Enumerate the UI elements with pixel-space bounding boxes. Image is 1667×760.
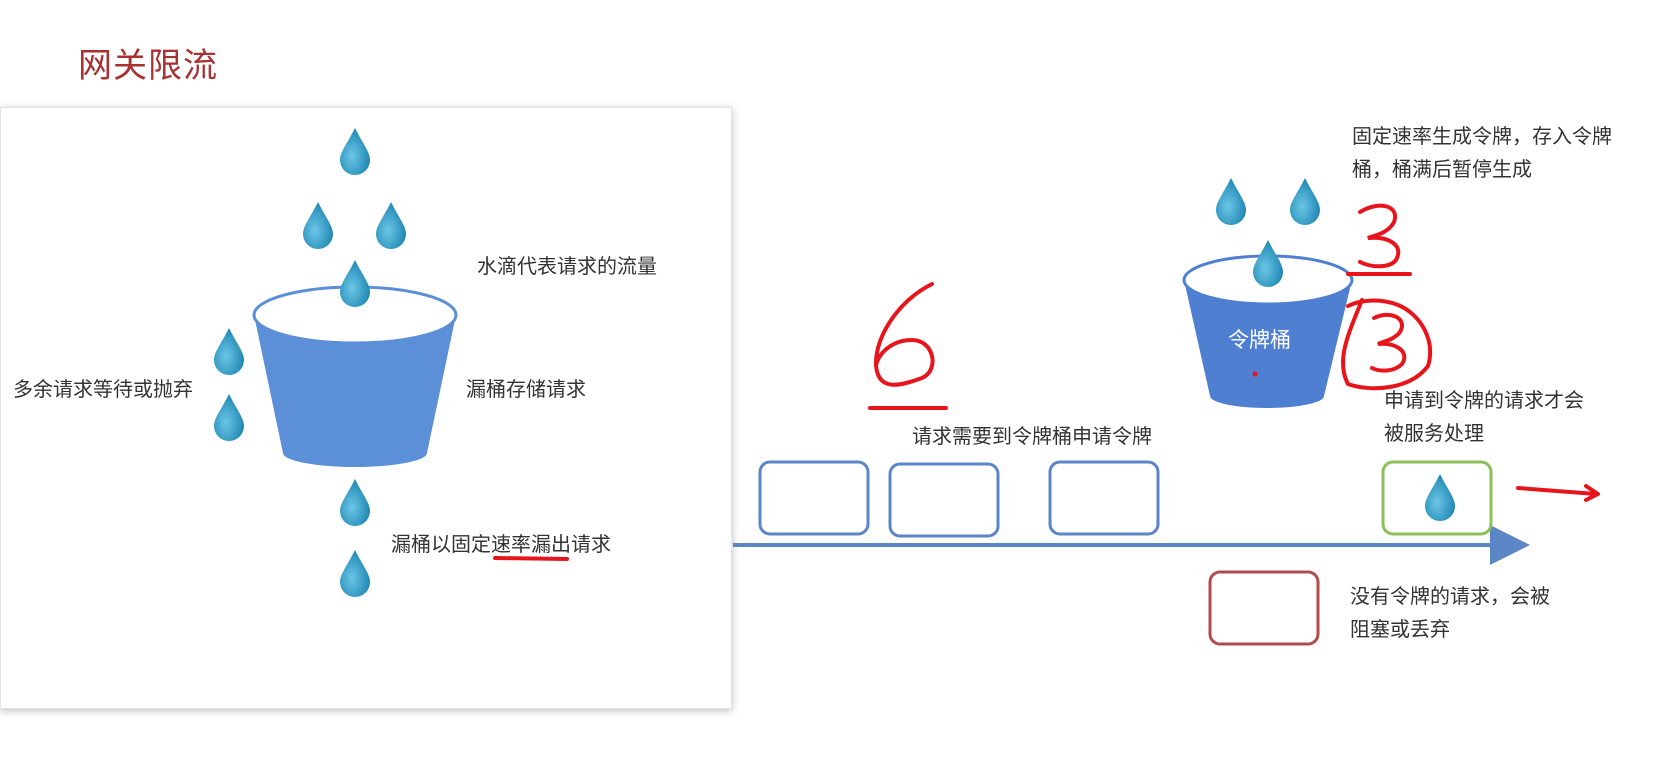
handwritten-six [873,282,935,387]
water-drop-icon [303,202,333,249]
request-box [1048,460,1160,536]
drop-meaning-label: 水滴代表请求的流量 [477,254,657,278]
served-request-label: 申请到令牌的请求才会被服务处理 [1384,388,1584,445]
water-drop-icon [376,202,406,249]
request-box [888,462,1000,538]
slide-title: 网关限流 [78,46,218,86]
token-drop-icon [1253,240,1283,287]
water-drop-icon [340,479,370,526]
leaky-bucket-panel: 水滴代表请求的流量 多余请求等待或抛弃 漏桶存储请求 漏桶以固定速率漏出请求 [0,107,732,709]
handwritten-arrow [1516,484,1600,502]
rejected-request-label: 没有令牌的请求，会被阻塞或丢弃 [1350,584,1550,641]
water-drop-icon [214,394,244,441]
water-drop-icon [340,550,370,597]
water-drop-icon [340,260,370,307]
leaky-bucket-drawing [214,128,569,597]
bucket-storage-label: 漏桶存储请求 [466,377,586,401]
red-dot [1252,371,1258,377]
request-token-label: 请求需要到令牌桶申请令牌 [912,424,1152,448]
handwritten-underline [493,556,569,561]
rejected-request-box [1208,570,1320,646]
water-drop-icon [214,328,244,375]
water-drop-icon [340,128,370,175]
leaky-bucket-icon [254,315,456,467]
leak-rate-label: 漏桶以固定速率漏出请求 [391,532,611,556]
overflow-label: 多余请求等待或抛弃 [13,377,193,401]
token-drop-icon [1216,178,1246,225]
token-generation-label: 固定速率生成令牌，存入令牌桶，桶满后暂停生成 [1352,124,1612,181]
token-bucket-label: 令牌桶 [1228,328,1291,352]
request-box [758,460,870,536]
handwritten-three-inner [1370,312,1407,373]
handwritten-three [1358,203,1401,269]
token-drop-icon [1425,474,1455,521]
token-drop-icon [1290,178,1320,225]
handwritten-circled-three [1341,298,1433,391]
token-bucket-icon [1184,280,1352,408]
